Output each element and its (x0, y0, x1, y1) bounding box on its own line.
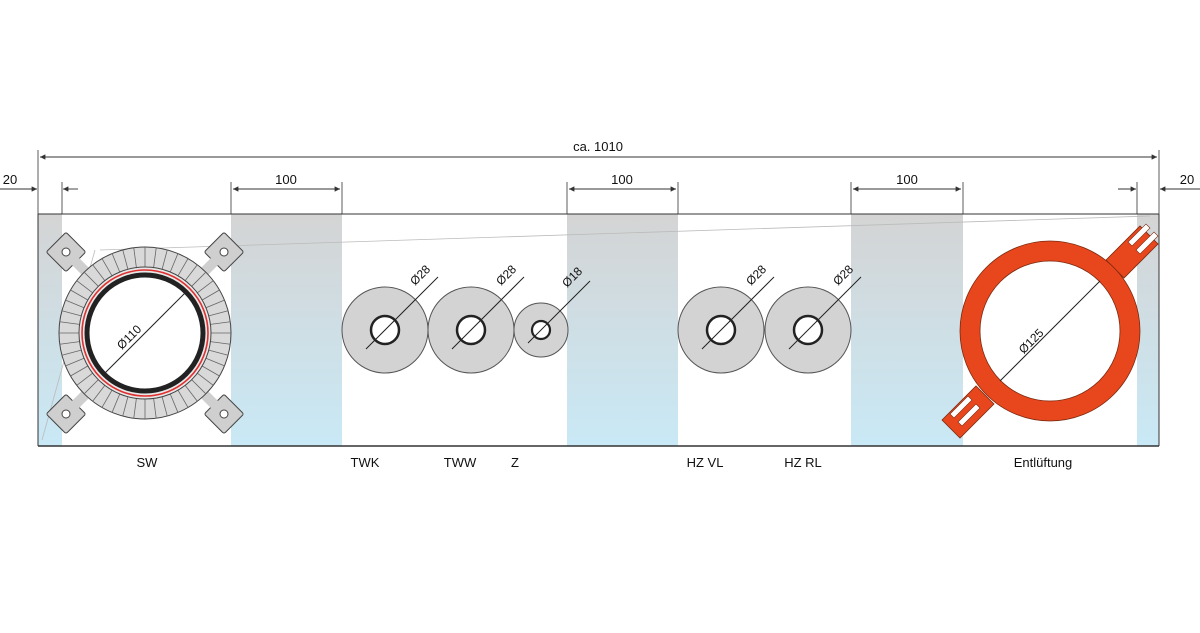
hzvl-diameter-line (701, 276, 775, 350)
sw-red-band (81, 269, 209, 397)
vent-ring (960, 241, 1140, 421)
pipe-hzvl: Ø28 (677, 262, 775, 374)
label-tww: TWW (444, 455, 477, 470)
sw-collar-segment (61, 310, 82, 317)
sw-collar-segment (201, 289, 220, 301)
twk-diameter-line (365, 276, 439, 350)
zone-gap-2 (567, 214, 678, 446)
sw-bracket-holes (61, 247, 229, 419)
sw-collar-segment (210, 321, 231, 325)
sw-collar-segment (133, 247, 137, 268)
hzvl-diameter-label: Ø28 (743, 262, 769, 288)
sw-collar-segment (83, 379, 99, 395)
sw-collar-segment (208, 310, 229, 317)
dim-edge-left-label: 20 (3, 172, 17, 187)
vent-ring-outer-edge (959, 240, 1141, 422)
tww-diameter-line (451, 276, 525, 350)
sw-collar-segment (184, 385, 198, 402)
vent-diameter-line (999, 280, 1101, 382)
sw-collar-segment (92, 385, 106, 402)
sw-collar-segment (76, 280, 93, 294)
sw-collar-segment (133, 398, 137, 419)
zone-gap-3 (851, 214, 963, 446)
label-hzvl: HZ VL (687, 455, 724, 470)
sw-collar-segment (169, 253, 179, 273)
sw-collar-segment (197, 280, 214, 294)
sw-collar-segment (59, 321, 80, 325)
sw-collar-segment (111, 253, 121, 273)
sw-collar-segment (191, 379, 207, 395)
label-sw: SW (137, 455, 159, 470)
label-hzrl: HZ RL (784, 455, 822, 470)
sw-collar-segment (177, 389, 189, 408)
sw-collar-segment (101, 389, 113, 408)
sw-collar-segment (205, 299, 225, 309)
sw-collar-segment (76, 372, 93, 386)
sw-collar-segment (201, 365, 220, 377)
sw-collar-segment (153, 247, 157, 268)
pipe-tww: Ø28 (427, 262, 525, 374)
sw-collar-segment (70, 289, 89, 301)
sw-collar-segment (161, 396, 168, 417)
zone-gap-1 (231, 214, 342, 446)
sw-collar-segment (177, 258, 189, 277)
z-diameter-line (527, 280, 591, 344)
pipe-z: Ø18 (513, 264, 591, 358)
sw-collar-segment (153, 398, 157, 419)
sw-collar-segment (65, 299, 85, 309)
pipe-entlueftung: Ø125 (941, 223, 1159, 439)
vent-diameter-label: Ø125 (1016, 326, 1047, 357)
pipe-sw: Ø110 (46, 232, 244, 434)
channel-outline (37, 150, 1160, 447)
pipe-hzrl: Ø28 (764, 262, 862, 374)
sw-diameter-line (103, 291, 187, 375)
sw-collar-segment (205, 357, 225, 367)
pipe-twk: Ø28 (341, 262, 439, 374)
sw-collar-segment (101, 258, 113, 277)
shaded-zones (38, 214, 1159, 446)
sw-collar-segment (208, 349, 229, 356)
zone-edge-right (1137, 214, 1159, 446)
dimension-labels: ca. 1010 100 100 100 20 20 (3, 139, 1194, 187)
sw-collar-segment (122, 249, 129, 270)
sw-collar-segment (210, 341, 231, 345)
sw-collar-segment (83, 271, 99, 287)
sw-collar-segment (191, 271, 207, 287)
sw-collar-segment (122, 396, 129, 417)
sw-collar-segment (161, 249, 168, 270)
dim-gap-3-label: 100 (896, 172, 918, 187)
vent-ring-inner-edge (979, 260, 1121, 402)
vent-lug-slots (949, 223, 1159, 427)
tww-diameter-label: Ø28 (493, 262, 519, 288)
sw-collar-segment (197, 372, 214, 386)
label-twk: TWK (351, 455, 380, 470)
sw-collar-segment (70, 365, 89, 377)
label-z: Z (511, 455, 519, 470)
sw-collar-segment (61, 349, 82, 356)
pipe-labels: SW TWK TWW Z HZ VL HZ RL Entlüftung (137, 455, 1073, 470)
sw-collar-segment (59, 341, 80, 345)
dim-gap-1-label: 100 (275, 172, 297, 187)
sw-collar-segment (65, 357, 85, 367)
dim-edge-right-label: 20 (1180, 172, 1194, 187)
hzrl-diameter-line (788, 276, 862, 350)
sw-collar-segment (111, 393, 121, 413)
sw-collar-segment (184, 264, 198, 281)
sw-collar-segments (59, 247, 231, 419)
sw-collar-segment (92, 264, 106, 281)
dimension-lines (0, 154, 1200, 192)
label-entlueftung: Entlüftung (1014, 455, 1073, 470)
dim-total-label: ca. 1010 (573, 139, 623, 154)
dim-gap-2-label: 100 (611, 172, 633, 187)
sw-collar-segment (169, 393, 179, 413)
twk-diameter-label: Ø28 (407, 262, 433, 288)
